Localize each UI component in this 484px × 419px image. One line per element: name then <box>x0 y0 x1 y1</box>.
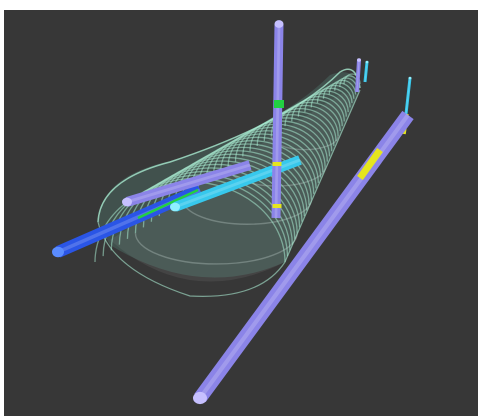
horizontal-pipe-lavender-upper-cap <box>122 197 132 207</box>
horizontal-pipe-blue-cap <box>52 246 64 258</box>
tunnel-ring <box>134 163 298 234</box>
horizontal-pipe-lavender-upper-highlight <box>126 163 251 204</box>
tunnel-top-edge <box>97 68 361 223</box>
tunnel-ring <box>212 130 322 178</box>
tunnel-ring <box>322 82 355 99</box>
tunnel-ring <box>118 171 293 245</box>
vertical-pipe-far-left <box>355 59 361 93</box>
tunnel-bottom-edge <box>97 89 361 297</box>
tunnel-ring <box>220 127 324 173</box>
vertical-pipe-far-right <box>363 61 369 83</box>
diagonal-pipe-front-cap <box>193 391 207 405</box>
vertical-pipe-center <box>271 23 284 219</box>
tunnel-ring <box>242 117 331 157</box>
vertical-pipe-right-cap <box>408 76 412 80</box>
tunnel-ring <box>126 167 296 239</box>
vertical-pipe-far-right-cap <box>365 60 369 64</box>
tunnel-ring <box>189 140 315 194</box>
vertical-pipe-far-left-cap <box>357 58 361 62</box>
vertical-pipe-far-left-highlight <box>356 59 360 93</box>
tunnel-floor-ring <box>134 233 298 265</box>
vertical-pipe-far-right-highlight <box>364 61 368 83</box>
marker-green-blue-pipe <box>137 188 199 220</box>
tunnel-ring <box>328 79 357 95</box>
tunnel-ring <box>249 114 333 152</box>
horizontal-pipe-lavender-upper <box>125 160 252 207</box>
tunnel-ring <box>297 93 347 117</box>
horizontal-pipe-cyan-cap <box>170 202 180 212</box>
pipes <box>52 20 414 405</box>
tunnel-ring <box>197 136 317 189</box>
tunnel-ring <box>304 90 349 112</box>
vertical-pipe-center-highlight <box>274 23 281 219</box>
vertical-pipe-center-cap <box>274 20 284 28</box>
marker-yellow-diagonal <box>357 147 383 181</box>
